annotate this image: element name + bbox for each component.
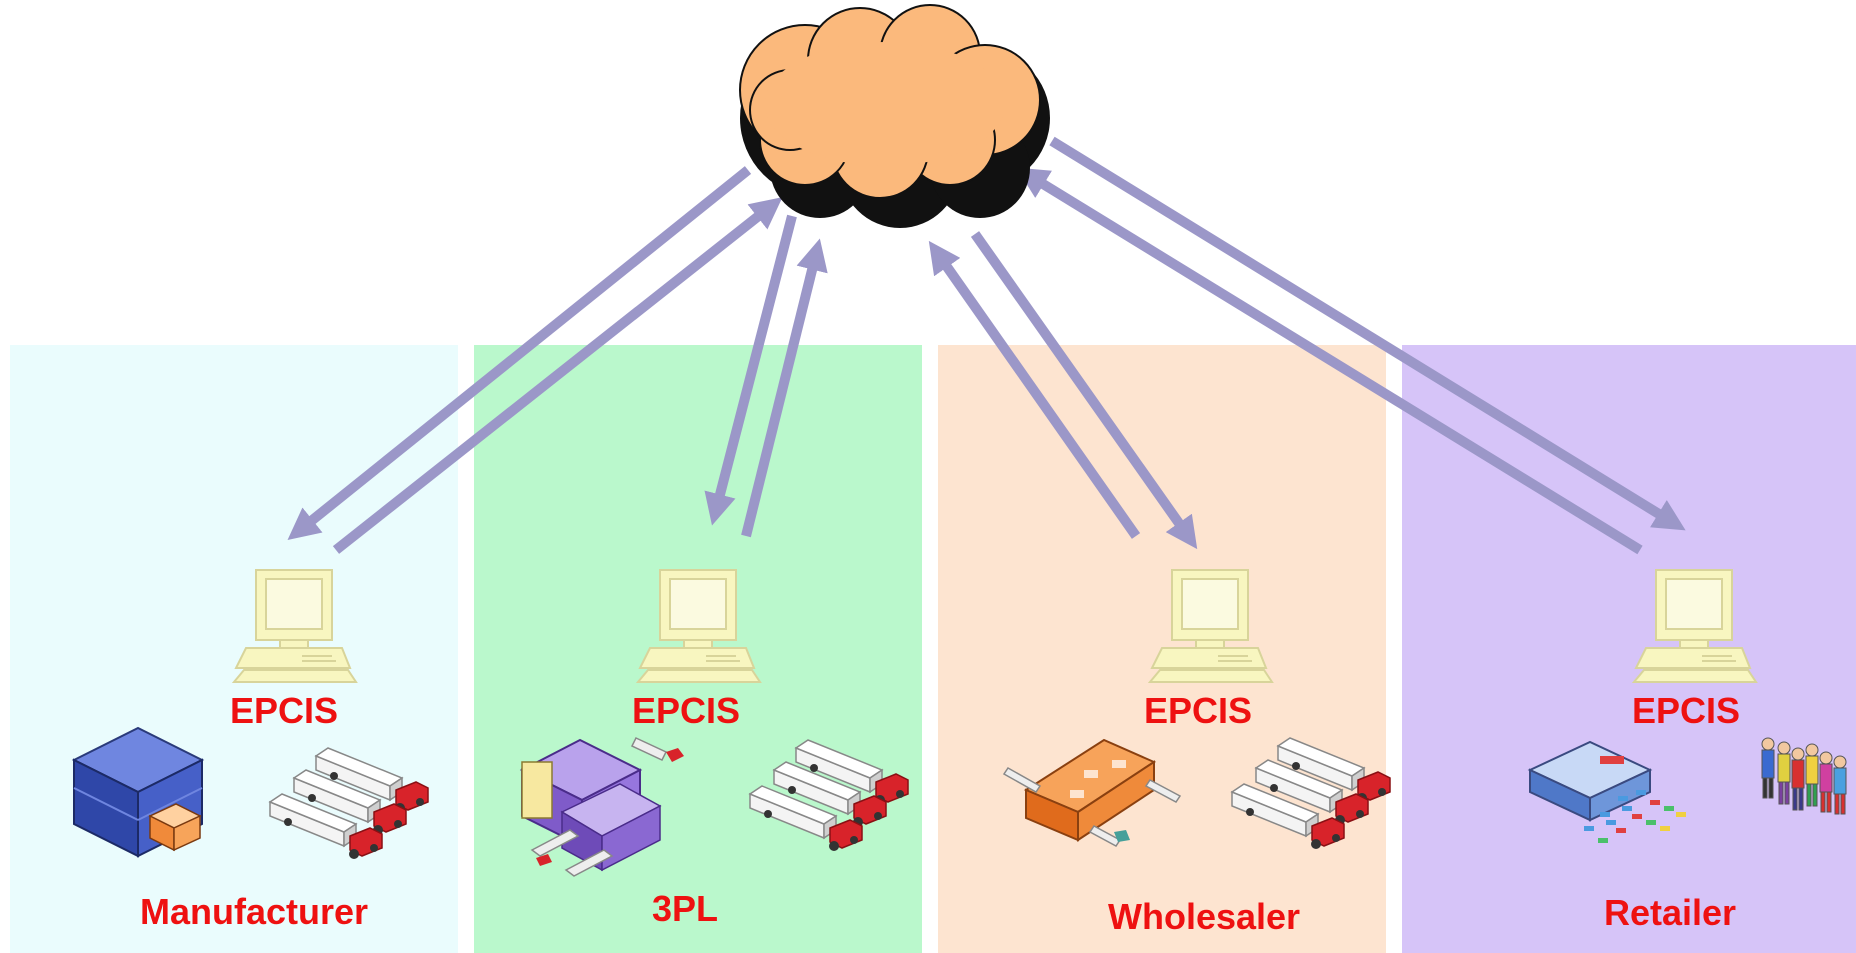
epcis-label-manufacturer: EPCIS: [230, 690, 339, 731]
truck-fleet-icon: [1232, 738, 1390, 849]
arrow-wholesaler-to-cloud: [928, 240, 1141, 539]
customers-icon: [1761, 737, 1847, 815]
arrow-retailer-to-cloud: [1016, 167, 1643, 555]
arrow-cloud-to-manufacturer: [287, 166, 752, 541]
role-label-retailer: Retailer: [1604, 892, 1737, 933]
computer-icon: [637, 569, 761, 683]
warehouse-icon: [1002, 738, 1182, 847]
cloud-icon: [739, 4, 1050, 228]
arrow-cloud-to-retailer: [1049, 136, 1686, 531]
manufacturer-panel: [10, 345, 458, 953]
arrow-manufacturer-to-cloud: [332, 197, 783, 554]
role-label-3pl: 3PL: [652, 888, 719, 929]
role-label-manufacturer: Manufacturer: [140, 891, 369, 932]
arrow-cloud-to-3pl: [704, 214, 797, 526]
epcis-label-retailer: EPCIS: [1632, 690, 1741, 731]
epcis-label-wholesaler: EPCIS: [1144, 690, 1253, 731]
computer-icon: [1633, 569, 1757, 683]
arrows: [287, 136, 1686, 555]
arrow-cloud-to-wholesaler: [970, 231, 1198, 550]
truck-fleet-icon: [270, 748, 428, 859]
role-label-wholesaler: Wholesaler: [1108, 896, 1301, 937]
epcis-label-3pl: EPCIS: [632, 690, 741, 731]
distribution-center-icon: [519, 737, 684, 877]
arrow-3pl-to-cloud: [741, 238, 828, 538]
retail-store-icon: [1527, 740, 1686, 843]
factory-building-icon: [71, 726, 205, 858]
computer-icon: [1149, 569, 1273, 683]
computer-icon: [233, 569, 357, 683]
truck-fleet-icon: [750, 740, 908, 851]
